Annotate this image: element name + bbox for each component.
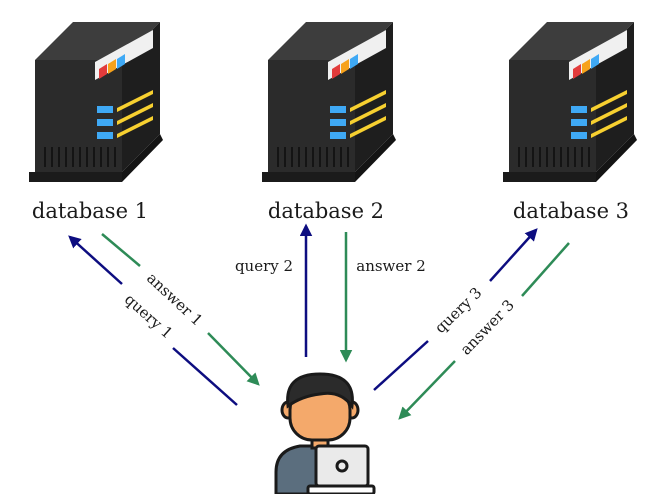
user-with-laptop-icon (274, 372, 376, 496)
server-rack-icon (502, 21, 638, 183)
server-rack-icon (28, 21, 164, 183)
query-3-arrow (373, 228, 538, 391)
query-1-arrow (68, 235, 238, 406)
database-1-label: database 1 (32, 199, 148, 223)
database-2-label: database 2 (268, 199, 384, 223)
server-rack-icon (261, 21, 397, 183)
answer-2-label: answer 2 (356, 257, 426, 275)
query-2-label: query 2 (235, 257, 293, 275)
answer-3-arrow (398, 242, 570, 420)
database-3-label: database 3 (513, 199, 629, 223)
answer-1-arrow (101, 233, 260, 386)
